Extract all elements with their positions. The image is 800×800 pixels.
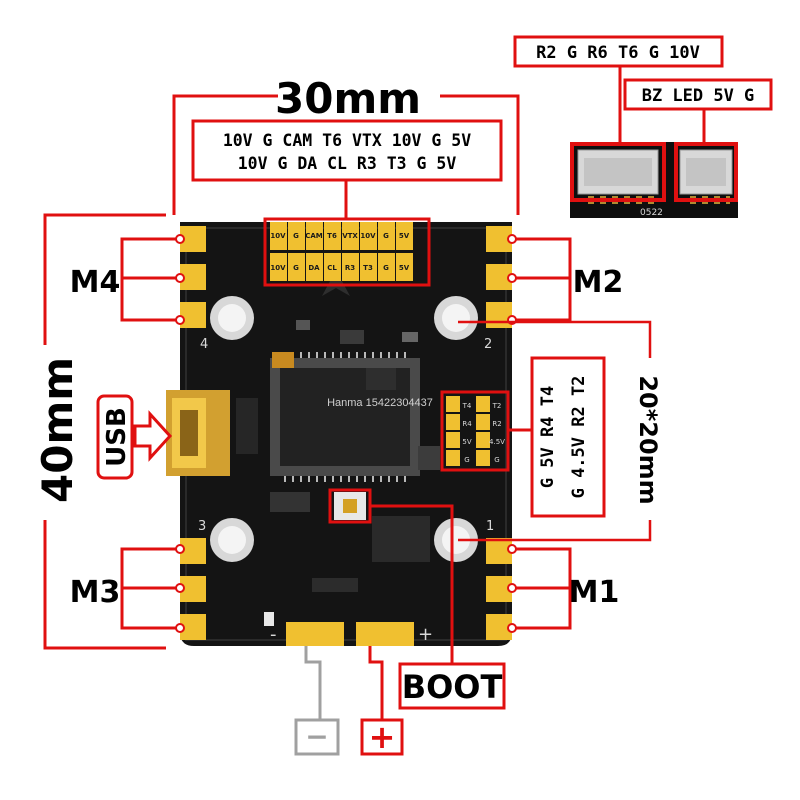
motor-label-m3: M3 (70, 575, 121, 610)
svg-text:R3: R3 (345, 264, 355, 272)
right-pads-col2: G 4.5V R2 T2 (569, 376, 589, 499)
height-dimension-label: 40mm (33, 357, 82, 503)
height-dimension (43, 213, 166, 650)
power-minus-box (294, 718, 340, 756)
battery-pads (286, 622, 414, 646)
right-uart-pads (446, 396, 490, 466)
usb-arrow-icon (133, 410, 173, 462)
usb-label: USB (102, 407, 132, 467)
right-uart-silk: T4 R4 5V G T2 R2 4.5V G (462, 402, 506, 464)
svg-text:5V: 5V (399, 264, 410, 272)
silk-number-4: 4 (200, 337, 208, 352)
mcu-chip (270, 352, 420, 482)
smd-components (236, 320, 440, 626)
flight-controller-board: 4 2 3 1 Hanm (166, 217, 512, 646)
connector-module: 0522 R2 G R6 T6 G 10V BZ LED 5V G (513, 35, 773, 218)
width-dimension (172, 94, 520, 215)
svg-text:G: G (464, 456, 469, 464)
svg-text:G: G (383, 232, 389, 240)
svg-text:5V: 5V (462, 438, 471, 446)
m2-callout-dots (507, 234, 517, 325)
top-pads-line2: 10V G DA CL R3 T3 G 5V (238, 154, 457, 173)
svg-text:CAM: CAM (305, 232, 323, 240)
connector-right-label: BZ LED 5V G (642, 86, 755, 106)
silk-minus: - (270, 624, 277, 645)
mount-hole-4 (210, 296, 254, 340)
power-minus-label: − (305, 720, 328, 753)
svg-text:T6: T6 (327, 232, 337, 240)
m3-callout (120, 547, 178, 630)
m1-callout-dots (507, 544, 517, 633)
logo-mark (322, 270, 350, 296)
mount-hole-2 (434, 296, 478, 340)
connector-silk-text: 0522 (640, 208, 663, 218)
svg-text:G: G (293, 264, 299, 272)
svg-text:T3: T3 (363, 264, 373, 272)
top-header-silk: 10V G CAM T6 VTX 10V G 5V 10V G DA CL R3… (270, 232, 409, 272)
silk-number-1: 1 (486, 519, 494, 534)
power-plus-label: + (369, 718, 396, 756)
connector-right-label-box (623, 78, 773, 111)
boot-label-box (398, 662, 506, 710)
svg-text:10V: 10V (270, 264, 286, 272)
m1-callout (514, 547, 572, 630)
svg-text:VTX: VTX (342, 232, 358, 240)
silk-number-2: 2 (484, 337, 492, 352)
top-header-pads (270, 222, 413, 281)
top-pads-label-box (191, 119, 503, 182)
power-plus-box (360, 718, 404, 756)
usb-port (166, 390, 230, 476)
m4-callout (120, 237, 178, 322)
motor-label-m2: M2 (573, 265, 624, 300)
mount-hole-1 (434, 518, 478, 562)
silk-plus: + (418, 624, 433, 645)
boot-button (328, 488, 372, 524)
mount-dimension-label: 20*20mm (634, 375, 662, 504)
svg-text:10V: 10V (270, 232, 286, 240)
svg-text:G: G (293, 232, 299, 240)
svg-text:T4: T4 (462, 402, 472, 410)
usb-callout: USB (96, 394, 173, 480)
mount-dimension (458, 320, 652, 542)
svg-text:G: G (383, 264, 389, 272)
connector-left-highlight (570, 142, 666, 202)
connector-right-highlight (674, 142, 738, 202)
top-pads-line1: 10V G CAM T6 VTX 10V G 5V (223, 131, 471, 150)
motor-pads-m1 (486, 538, 512, 640)
silk-number-3: 3 (198, 519, 206, 534)
svg-text:4.5V: 4.5V (489, 438, 505, 446)
mount-hole-3 (210, 518, 254, 562)
m2-callout (514, 237, 572, 322)
svg-text:10V: 10V (360, 232, 376, 240)
m4-callout-dots (175, 234, 185, 325)
svg-text:R4: R4 (462, 420, 472, 428)
m3-callout-dots (175, 544, 185, 633)
svg-text:T2: T2 (492, 402, 502, 410)
right-pads-col1: G 5V R4 T4 (538, 386, 558, 488)
svg-text:CL: CL (327, 264, 337, 272)
svg-text:R2: R2 (492, 420, 501, 428)
svg-text:DA: DA (308, 264, 320, 272)
motor-label-m1: M1 (569, 575, 620, 610)
svg-text:G: G (494, 456, 499, 464)
boot-label: BOOT (402, 668, 503, 706)
watermark: Hanma 15422304437 (327, 397, 433, 409)
right-pads-label-box (530, 356, 606, 518)
connector-left-label: R2 G R6 T6 G 10V (536, 43, 700, 63)
svg-text:5V: 5V (399, 232, 410, 240)
connector-left-label-box (513, 35, 724, 68)
motor-label-m4: M4 (70, 265, 121, 300)
width-dimension-label: 30mm (275, 74, 421, 123)
